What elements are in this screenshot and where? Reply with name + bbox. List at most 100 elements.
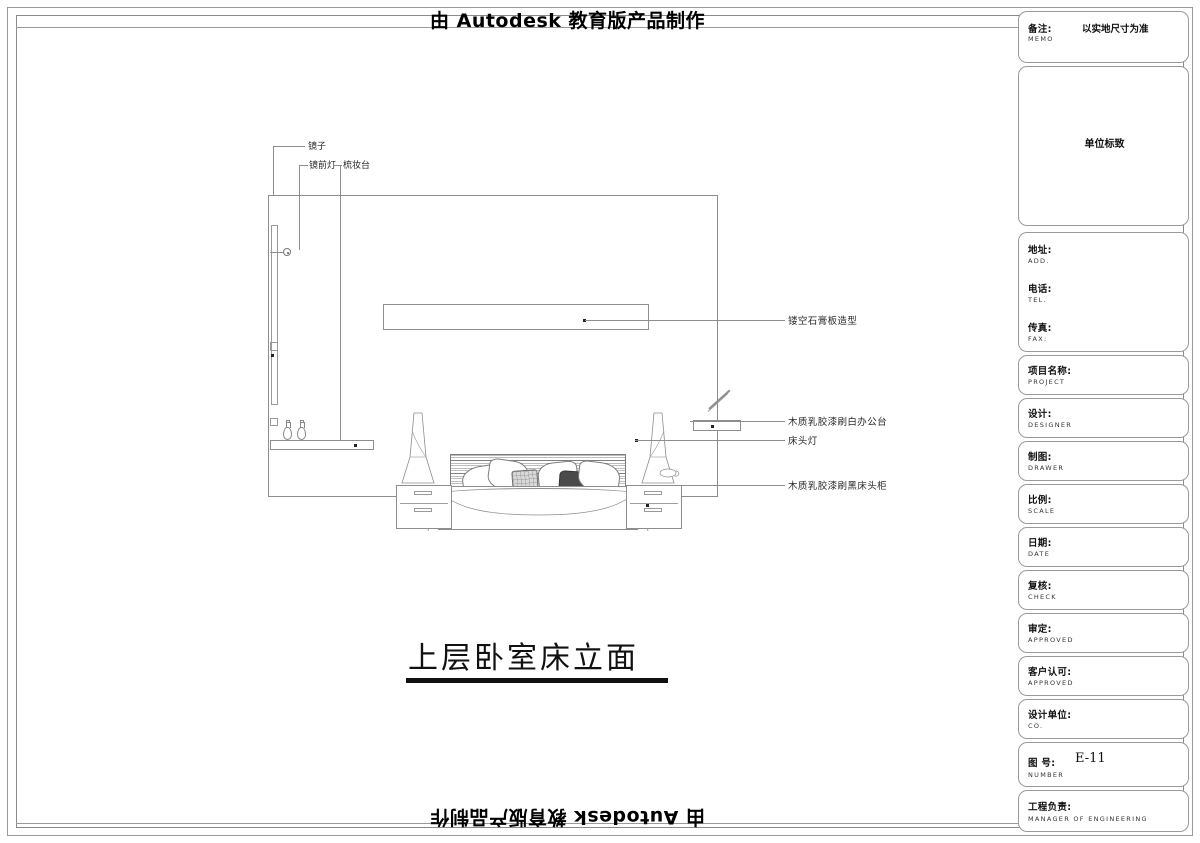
callout-mirror-hline (273, 146, 305, 147)
nightstand-right-handle-lower (644, 508, 662, 512)
field-label-en: DATE (1028, 550, 1051, 558)
company-logo-text: 单位标致 (1084, 139, 1125, 150)
manager-label-cn: 工程负责: (1028, 802, 1072, 813)
mirror-panel (271, 225, 278, 405)
vanity-counter-top (270, 440, 374, 450)
field-label-en: DESIGNER (1028, 421, 1073, 429)
field-label-en: APPROVED (1028, 679, 1074, 687)
mirror-bracket-lower (270, 418, 278, 426)
callout-mirrorlight-vline (299, 165, 300, 250)
nightstand-drawer-divider (400, 503, 448, 504)
vanity-leader-dot (354, 444, 357, 447)
wall-mounted-desk (693, 420, 741, 431)
bedside-lamp-right (641, 412, 680, 484)
titleblock-field-designer[interactable]: 设计: DESIGNER (1018, 398, 1189, 438)
field-label-en: DRAWER (1028, 464, 1065, 472)
field-label-cn: 制图: (1028, 452, 1052, 463)
nightstand-right-handle-upper (644, 491, 662, 495)
nightstand-left-handle-lower (414, 508, 432, 512)
mirror-light-bulb (283, 248, 291, 256)
field-label-cn: 复核: (1028, 581, 1052, 592)
titleblock-contact-cell[interactable]: 地址: ADD. 电话: TEL. 传真: FAX: (1018, 232, 1189, 352)
memo-value: 以实地尺寸为准 (1082, 24, 1149, 35)
callout-vanity-hline (333, 165, 342, 166)
tel-label-cn: 电话: (1028, 284, 1052, 295)
field-label-en: APPROVED (1028, 636, 1074, 644)
leader-line-nightstand (648, 485, 785, 486)
callout-label-vanity: 梳妆台 (343, 161, 371, 171)
field-label-cn: 项目名称: (1028, 366, 1072, 377)
gypsum-leader-dot (583, 319, 586, 322)
field-label-en: CHECK (1028, 593, 1057, 601)
leader-line-desk (690, 421, 785, 422)
titleblock-field-check[interactable]: 复核: CHECK (1018, 570, 1189, 610)
autodesk-edu-watermark-top: 由 Autodesk 教育版产品制作 (430, 10, 706, 32)
callout-label-bedlamp: 床头灯 (788, 436, 818, 447)
banner-rule-top (16, 27, 1184, 28)
vanity-bottle-left (283, 420, 292, 440)
title-block: 备注: MEMO 以实地尺寸为准 单位标致 地址: ADD. 电话: TEL. … (1018, 11, 1189, 833)
titleblock-memo-cell[interactable]: 备注: MEMO 以实地尺寸为准 (1018, 11, 1189, 63)
sheet-border-outer (7, 7, 1193, 836)
field-label-cn: 审定: (1028, 624, 1052, 635)
nightstand-left (396, 485, 452, 529)
titleblock-field-scale[interactable]: 比例: SCALE (1018, 484, 1189, 524)
callout-label-mirror: 镜子 (308, 142, 327, 152)
number-label-en: NUMBER (1028, 771, 1065, 779)
vanity-bottle-right (297, 420, 306, 440)
nightstand-drawer-divider (630, 503, 678, 504)
field-label-en: CO. (1028, 722, 1044, 730)
titleblock-field-client-approved[interactable]: 客户认可: APPROVED (1018, 656, 1189, 696)
bottle-cap (299, 420, 304, 423)
address-label-en: ADD. (1028, 257, 1050, 265)
titleblock-field-approved[interactable]: 审定: APPROVED (1018, 613, 1189, 653)
gypsum-board-feature (383, 304, 649, 330)
bottle-neck (300, 422, 305, 428)
titleblock-field-manager[interactable]: 工程负责: MANAGER OF ENGINEERING (1018, 790, 1189, 832)
nightstand-leader-dot (646, 504, 649, 507)
titleblock-field-number[interactable]: 图 号: NUMBER E-11 (1018, 742, 1189, 787)
titleblock-field-company[interactable]: 设计单位: CO. (1018, 699, 1189, 739)
mirror-bracket-upper (270, 342, 278, 351)
callout-label-mirror-light: 镜前灯 (309, 161, 337, 171)
callout-mirror-vline (273, 146, 274, 196)
callout-mirrorlight-hline (299, 165, 308, 166)
callout-label-gypsum: 镂空石膏板造型 (788, 316, 858, 327)
banner-rule-bottom (16, 823, 1184, 824)
bottle-cap (285, 420, 290, 423)
bedside-lamp-left (401, 412, 435, 484)
bed-spread-drape (427, 490, 649, 531)
field-label-cn: 日期: (1028, 538, 1052, 549)
titleblock-field-project[interactable]: 项目名称: PROJECT (1018, 355, 1189, 395)
field-label-en: PROJECT (1028, 378, 1066, 386)
leader-line-lamp (635, 440, 785, 441)
field-label-en: SCALE (1028, 507, 1056, 515)
mirror-leader-dot (271, 354, 274, 357)
elevation-drawing-area: 镜子 镜前灯 梳妆台 (18, 30, 1013, 820)
nightstand-left-handle-upper (414, 491, 432, 495)
memo-label-cn: 备注: (1028, 24, 1052, 35)
address-label-cn: 地址: (1028, 245, 1052, 256)
titleblock-logo-cell[interactable]: 单位标致 (1018, 66, 1189, 226)
drawing-number-value: E-11 (1075, 751, 1106, 766)
drawing-title: 上层卧室床立面 (408, 641, 639, 676)
field-label-cn: 设计单位: (1028, 710, 1072, 721)
manager-label-en: MANAGER OF ENGINEERING (1028, 815, 1148, 823)
callout-vanity-vline (340, 165, 341, 445)
fax-label-cn: 传真: (1028, 323, 1052, 334)
callout-label-desk: 木质乳胶漆刷白办公台 (788, 417, 888, 428)
field-label-cn: 设计: (1028, 409, 1052, 420)
titleblock-field-date[interactable]: 日期: DATE (1018, 527, 1189, 567)
desk-leader-dot (711, 425, 714, 428)
tel-label-en: TEL. (1028, 296, 1047, 304)
mirror-light-fixture (270, 248, 292, 257)
number-label-cn: 图 号: (1028, 758, 1056, 769)
bottle-body (297, 427, 306, 440)
bed-duvet-fold (436, 488, 640, 501)
mirror-light-arm (270, 252, 284, 253)
fax-label-en: FAX: (1028, 335, 1048, 343)
field-label-cn: 客户认可: (1028, 667, 1072, 678)
bottle-neck (286, 422, 291, 428)
titleblock-field-drawer[interactable]: 制图: DRAWER (1018, 441, 1189, 481)
